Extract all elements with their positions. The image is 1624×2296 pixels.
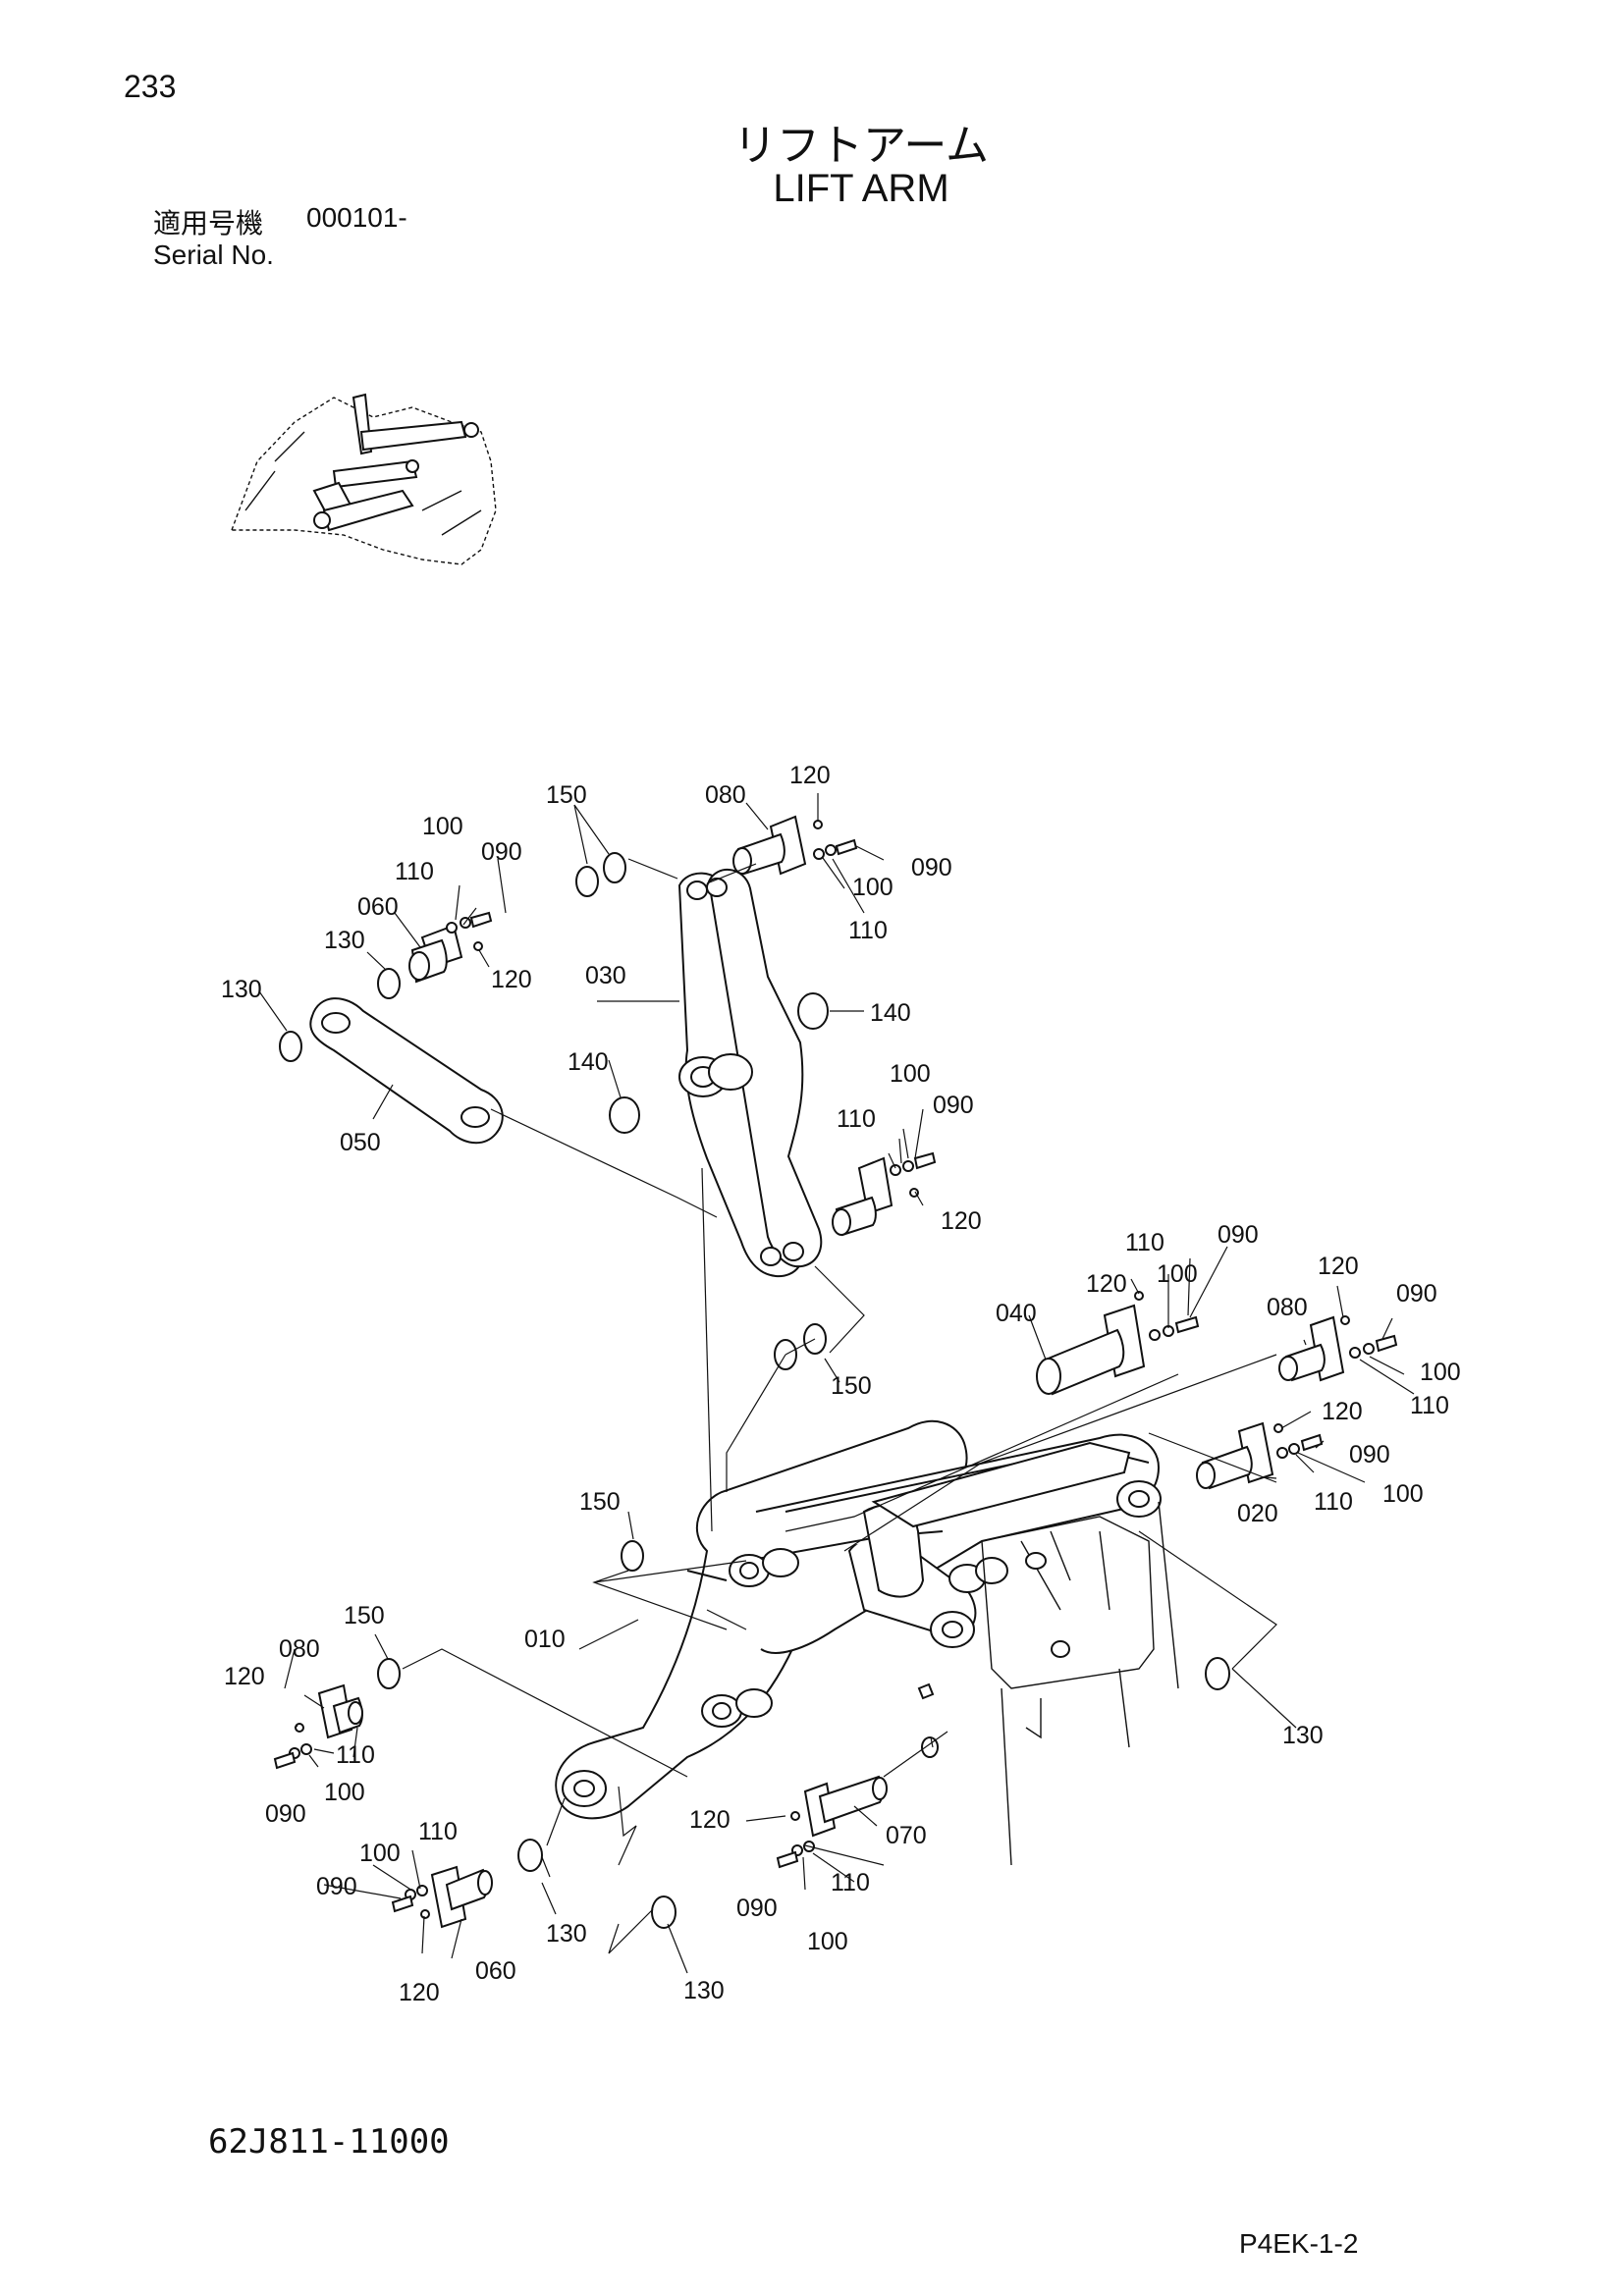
callout-120-right: 120 bbox=[1318, 1253, 1359, 1280]
callout-090-mid: 090 bbox=[933, 1092, 974, 1119]
callout-090-020: 090 bbox=[1349, 1441, 1390, 1468]
callout-090-top-left: 090 bbox=[481, 838, 522, 866]
callout-150-top: 150 bbox=[546, 781, 587, 809]
callout-120-top-left: 120 bbox=[491, 966, 532, 993]
callout-090-040: 090 bbox=[1218, 1221, 1259, 1249]
washers bbox=[279, 852, 1230, 1929]
callout-060-bottom: 060 bbox=[475, 1957, 516, 1985]
machine-location-thumbnail bbox=[230, 393, 497, 565]
pin-070 bbox=[803, 1775, 888, 1838]
callout-070: 070 bbox=[886, 1822, 927, 1849]
drawing-number: 62J811-11000 bbox=[208, 2122, 450, 2162]
callout-030: 030 bbox=[585, 962, 626, 989]
callout-110-top-left: 110 bbox=[395, 858, 434, 885]
bellcrank-030 bbox=[677, 868, 823, 1278]
callout-120-070: 120 bbox=[689, 1806, 731, 1834]
serial-label-english: Serial No. bbox=[153, 240, 274, 270]
pin-080-right bbox=[1278, 1315, 1345, 1382]
callout-010: 010 bbox=[524, 1626, 566, 1653]
link-050 bbox=[309, 997, 504, 1145]
pin-060-top bbox=[408, 924, 463, 984]
callout-100-070: 100 bbox=[807, 1928, 848, 1955]
callout-110-mid: 110 bbox=[837, 1105, 876, 1133]
lift-arm-010 bbox=[555, 1419, 1162, 1820]
callout-150-mid: 150 bbox=[831, 1372, 872, 1400]
callout-060-top: 060 bbox=[357, 893, 399, 921]
callout-150-arm: 150 bbox=[579, 1488, 621, 1516]
callout-120-left: 120 bbox=[224, 1663, 265, 1690]
callout-100-020: 100 bbox=[1382, 1480, 1424, 1508]
callout-130-bottom-mid: 130 bbox=[546, 1920, 587, 1948]
callout-110-070: 110 bbox=[831, 1869, 870, 1896]
callout-110-top-right: 110 bbox=[848, 917, 888, 944]
callout-100-040: 100 bbox=[1157, 1260, 1198, 1288]
callout-110-left: 110 bbox=[336, 1741, 375, 1769]
callout-120-mid: 120 bbox=[941, 1207, 982, 1235]
callout-090-right: 090 bbox=[1396, 1280, 1437, 1308]
pin-bellcrank-lower bbox=[832, 1156, 893, 1237]
callout-080-left: 080 bbox=[279, 1635, 320, 1663]
callout-110-right: 110 bbox=[1410, 1392, 1449, 1419]
callout-130-top: 130 bbox=[324, 927, 365, 954]
callout-090-070: 090 bbox=[736, 1895, 778, 1922]
callout-100-mid: 100 bbox=[890, 1060, 931, 1088]
callout-100-top-right: 100 bbox=[852, 874, 893, 901]
callout-100-bottom-left: 100 bbox=[359, 1840, 401, 1867]
callout-110-040: 110 bbox=[1125, 1229, 1164, 1256]
pin-020 bbox=[1196, 1421, 1274, 1490]
callout-080-right: 080 bbox=[1267, 1294, 1308, 1321]
callout-150-left: 150 bbox=[344, 1602, 385, 1629]
leader-lines bbox=[258, 793, 1415, 1974]
callout-020: 020 bbox=[1237, 1500, 1278, 1527]
callout-120-bottom: 120 bbox=[399, 1979, 440, 2006]
pin-080-top bbox=[732, 815, 807, 876]
title-english: LIFT ARM bbox=[773, 167, 949, 210]
page-number: 233 bbox=[124, 69, 177, 104]
callout-110-020: 110 bbox=[1314, 1488, 1353, 1516]
serial-label-japanese: 適用号機 bbox=[153, 207, 264, 240]
callout-120-020: 120 bbox=[1322, 1398, 1363, 1425]
callout-140-left: 140 bbox=[568, 1048, 609, 1076]
sheet-code: P4EK-1-2 bbox=[1239, 2228, 1359, 2259]
callout-130-right: 130 bbox=[1282, 1722, 1324, 1749]
callout-130-bottom: 130 bbox=[683, 1977, 725, 2004]
callout-080-top: 080 bbox=[705, 781, 746, 809]
callout-140-right: 140 bbox=[870, 999, 911, 1027]
callout-090-top-right: 090 bbox=[911, 854, 952, 881]
small-hardware bbox=[273, 820, 1398, 1919]
pin-080-left bbox=[317, 1683, 363, 1739]
callout-040: 040 bbox=[996, 1300, 1037, 1327]
callout-100-right: 100 bbox=[1420, 1359, 1461, 1386]
pin-060-bottom bbox=[430, 1865, 493, 1929]
callout-130-left: 130 bbox=[221, 976, 262, 1003]
callout-120-top: 120 bbox=[789, 762, 831, 789]
callout-050: 050 bbox=[340, 1129, 381, 1156]
callout-120-040: 120 bbox=[1086, 1270, 1127, 1298]
title-japanese: リフトアーム bbox=[732, 121, 990, 171]
callout-090-bottom-left: 090 bbox=[316, 1873, 357, 1900]
callout-110-bottom-left: 110 bbox=[418, 1818, 458, 1845]
callout-090-left: 090 bbox=[265, 1800, 306, 1828]
callout-100-top-left: 100 bbox=[422, 813, 463, 840]
callout-labels: 150 080 120 100 090 110 060 130 130 120 … bbox=[221, 762, 1461, 2006]
pin-040 bbox=[1036, 1304, 1146, 1396]
front-frame-outline bbox=[981, 1501, 1179, 1866]
callout-100-left: 100 bbox=[324, 1779, 365, 1806]
serial-value: 000101- bbox=[306, 202, 407, 233]
